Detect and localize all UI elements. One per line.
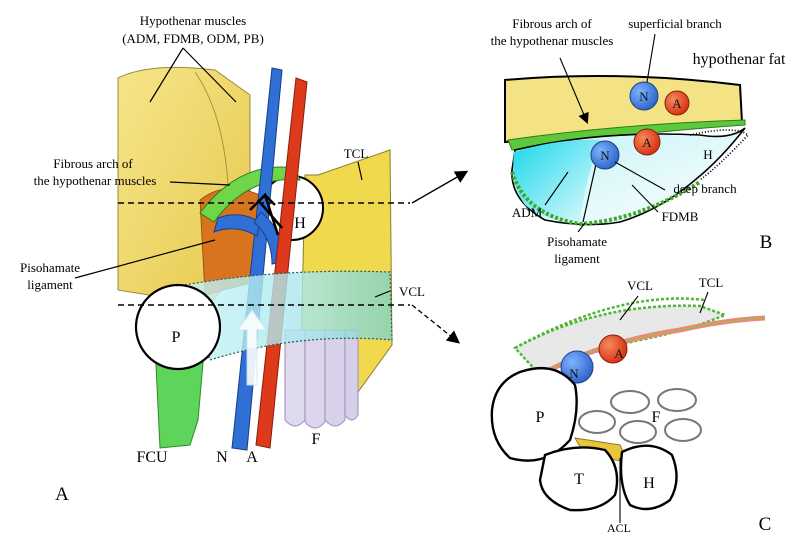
leader-fibrous-arch: [169, 181, 231, 186]
label-fibrous-arch-line2-a: the hypothenar muscles: [34, 173, 157, 188]
adm-muscle: [513, 139, 600, 222]
leader-hypothenar-left: [149, 47, 184, 103]
panel-c: N A VCL TCL P F T H ACL C: [490, 275, 772, 535]
label-triquetrum: T: [574, 471, 584, 488]
hamate-bone-c: [619, 444, 678, 511]
nerve-deep-circle: [590, 140, 620, 170]
label-pisohamate-line2-a: ligament: [27, 277, 73, 292]
hamate-hook-b: [689, 129, 750, 181]
vcl-band: [184, 270, 393, 361]
label-vcl-a: VCL: [399, 284, 425, 299]
panel-letter-b: B: [760, 232, 773, 253]
leader-deep-b: [614, 161, 666, 191]
label-pisohamate-line2-b: ligament: [554, 251, 600, 266]
nerve-circle-c: [560, 350, 594, 384]
label-fibrous-arch-line2-b: the hypothenar muscles: [491, 33, 614, 48]
flexor-tendons-c: [578, 388, 702, 444]
leader-superficial-b: [646, 33, 656, 83]
label-acl: ACL: [607, 521, 631, 535]
label-hypothenar-fat: hypothenar fat: [693, 51, 786, 68]
panel-a: Hypothenar muscles (ADM, FDMB, ODM, PB) …: [20, 13, 469, 505]
label-pisiform-c: P: [536, 409, 545, 426]
guyon-canal-arrow: [237, 309, 267, 386]
label-fibrous-arch-line1-b: Fibrous arch of: [512, 16, 592, 31]
nerve-label-c: N: [569, 366, 579, 381]
arrow-to-panel-c: [411, 304, 461, 344]
label-hypothenar-line2: (ADM, FDMB, ODM, PB): [122, 31, 264, 46]
panel-b: N A N A Fibrous arch of the hypothenar m…: [491, 16, 786, 266]
label-flexor-c: F: [652, 409, 661, 426]
leader-fdmb-b: [631, 184, 659, 213]
label-tcl-c: TCL: [699, 275, 724, 290]
label-pisohamate-line1-b: Pisohamate: [547, 234, 607, 249]
leader-vcl: [374, 290, 391, 298]
label-superficial-branch: superficial branch: [628, 16, 722, 31]
label-pisiform-a: P: [172, 329, 181, 346]
vcl-top-edge: [514, 297, 706, 350]
panel-letter-a: A: [55, 484, 69, 505]
label-tcl-a: TCL: [344, 146, 369, 161]
label-fcu: FCU: [136, 449, 168, 466]
panel-letter-c: C: [759, 514, 772, 535]
leader-vcl-c: [619, 295, 639, 321]
arrow-to-panel-b: [411, 170, 469, 204]
label-pisohamate-line1-a: Pisohamate: [20, 260, 80, 275]
leader-arch-b: [559, 57, 589, 125]
triquetrum-bone: [538, 446, 619, 512]
artery-superficial-label: A: [672, 96, 682, 111]
label-flexor-a: F: [312, 431, 321, 448]
pisiform-bone-c: [490, 366, 578, 462]
label-fdmb: FDMB: [662, 209, 699, 224]
artery-label-c: A: [614, 346, 624, 361]
label-hamate-a: H: [294, 215, 306, 232]
leader-adm-b: [544, 171, 569, 206]
artery-superficial-circle: [664, 90, 690, 116]
leader-hypothenar-right: [182, 47, 237, 103]
pisohamate-ligament-b: [510, 171, 702, 227]
artery-circle-c: [598, 334, 628, 364]
leader-tcl: [357, 161, 363, 181]
label-deep-branch: deep branch: [673, 181, 737, 196]
artery-deep-circle: [633, 128, 661, 156]
leader-tcl-c: [699, 291, 709, 314]
artery-deep-label: A: [642, 135, 652, 150]
label-hypothenar-line1: Hypothenar muscles: [140, 13, 247, 28]
nerve-deep-branch: [213, 214, 261, 237]
label-hamate-c: H: [643, 475, 655, 492]
nerve-superficial-label: N: [639, 89, 649, 104]
nerve-superficial-circle: [629, 81, 659, 111]
leader-pisohamate-b: [577, 222, 586, 233]
nerve-deep-label: N: [600, 148, 610, 163]
label-adm: ADM: [512, 205, 543, 220]
label-vcl-c: VCL: [627, 278, 653, 293]
pisiform-bone: [134, 283, 222, 371]
label-artery-a: A: [246, 449, 258, 466]
label-nerve-a: N: [216, 449, 228, 466]
flexor-tendons: [284, 329, 359, 429]
leader-pisohamate: [74, 239, 216, 279]
label-fibrous-arch-line1-a: Fibrous arch of: [53, 156, 133, 171]
label-hamate-b: H: [703, 147, 712, 162]
